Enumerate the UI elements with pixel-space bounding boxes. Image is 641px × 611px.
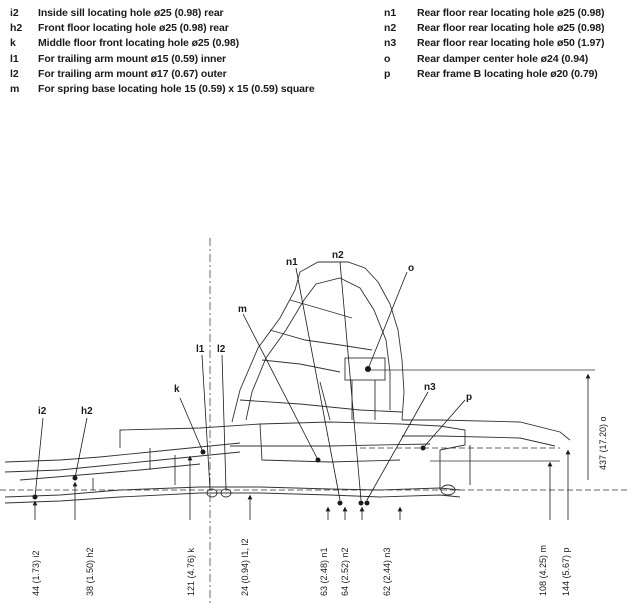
- legend-desc: Rear floor rear locating hole ø50 (1.97): [417, 37, 605, 50]
- callout-k: k: [174, 384, 180, 395]
- dim-n1: 63 (2.48) n1: [319, 547, 329, 596]
- callout-h2: h2: [81, 406, 93, 417]
- legend-desc: For trailing arm mount ø15 (0.59) inner: [38, 52, 227, 65]
- legend-desc: For spring base locating hole 15 (0.59) …: [38, 83, 315, 96]
- legend-item: h2 Front floor locating hole ø25 (0.98) r…: [10, 21, 390, 36]
- legend-item: k Middle floor front locating hole ø25 (0…: [10, 36, 390, 51]
- callout-n3: n3: [424, 382, 436, 393]
- callout-n1: n1: [286, 257, 298, 268]
- legend-code: n1: [384, 7, 397, 19]
- callout-o: o: [408, 263, 414, 274]
- dim-m: 108 (4.25) m: [538, 545, 548, 596]
- callout-i2: i2: [38, 406, 47, 417]
- legend-desc: Rear damper center hole ø24 (0.94): [417, 52, 589, 65]
- body-structure: [4, 261, 571, 504]
- hole-n1: [337, 500, 343, 506]
- hole-n2: [358, 500, 364, 506]
- legend-code: l2: [10, 67, 19, 80]
- callout-l2: l2: [217, 344, 226, 355]
- dim-n3: 62 (2.44) n3: [382, 547, 392, 596]
- callout-l1: l1: [196, 344, 205, 355]
- legend-desc: Rear frame B locating hole ø20 (0.79): [417, 67, 598, 80]
- legend-item: n3 Rear floor rear locating hole ø50 (1.9…: [384, 36, 639, 51]
- dim-o: 437 (17.20) o: [598, 416, 608, 470]
- legend-code: h2: [10, 22, 23, 35]
- legend-code: l1: [10, 52, 19, 65]
- dim-k: 121 (4.76) k: [186, 547, 196, 596]
- legend-desc: Middle floor front locating hole ø25 (0.…: [38, 37, 240, 50]
- legend-code: m: [10, 83, 20, 96]
- legend-desc: Front floor locating hole ø25 (0.98) rea…: [38, 22, 229, 35]
- legend-code: n2: [384, 22, 397, 35]
- dimension-lines: [32, 373, 591, 520]
- legend-item: l1 For trailing arm mount ø15 (0.59) inne…: [10, 52, 390, 67]
- legend-code: n3: [384, 37, 397, 50]
- dim-h2: 38 (1.50) h2: [85, 547, 95, 596]
- legend-code: p: [384, 67, 391, 80]
- legend-item: n1 Rear floor rear locating hole ø25 (0.9…: [384, 6, 639, 21]
- dim-p: 144 (5.67) p: [561, 547, 571, 596]
- hole-n3: [364, 500, 370, 506]
- legend-code: o: [384, 52, 391, 65]
- callout-n2: n2: [332, 250, 344, 261]
- legend-item: i2 Inside sill locating hole ø25 (0.98) r…: [10, 6, 390, 21]
- legend-item: p Rear frame B locating hole ø20 (0.79): [384, 67, 639, 82]
- dimension-texts: 44 (1.73) i2 38 (1.50) h2 121 (4.76) k 2…: [31, 416, 608, 596]
- legend-item: m For spring base locating hole 15 (0.59)…: [10, 82, 390, 97]
- legend-desc: For trailing arm mount ø17 (0.67) outer: [38, 67, 227, 80]
- legend-left: i2 Inside sill locating hole ø25 (0.98) r…: [10, 6, 390, 97]
- callout-labels: n1 n2 o m l1 l2 k i2 h2 n3 p: [38, 250, 472, 417]
- leader-lines: [34, 261, 466, 501]
- dim-n2: 64 (2.52) n2: [340, 547, 350, 596]
- legend-item: n2 Rear floor rear locating hole ø25 (0.9…: [384, 21, 639, 36]
- legend-item: l2 For trailing arm mount ø17 (0.67) oute…: [10, 67, 390, 82]
- legend-item: o Rear damper center hole ø24 (0.94): [384, 52, 639, 67]
- legend-desc: Rear floor rear locating hole ø25 (0.98): [417, 22, 605, 35]
- dim-l: 24 (0.94) l1, l2: [240, 538, 250, 596]
- hole-markers: [32, 366, 426, 506]
- dim-i2: 44 (1.73) i2: [31, 550, 41, 596]
- legend-desc: Inside sill locating hole ø25 (0.98) rea…: [38, 7, 224, 19]
- legend-code: k: [10, 37, 16, 50]
- callout-p: p: [466, 392, 472, 403]
- legend-desc: Rear floor rear locating hole ø25 (0.98): [417, 7, 605, 19]
- legend-code: i2: [10, 7, 19, 19]
- callout-m: m: [238, 304, 247, 315]
